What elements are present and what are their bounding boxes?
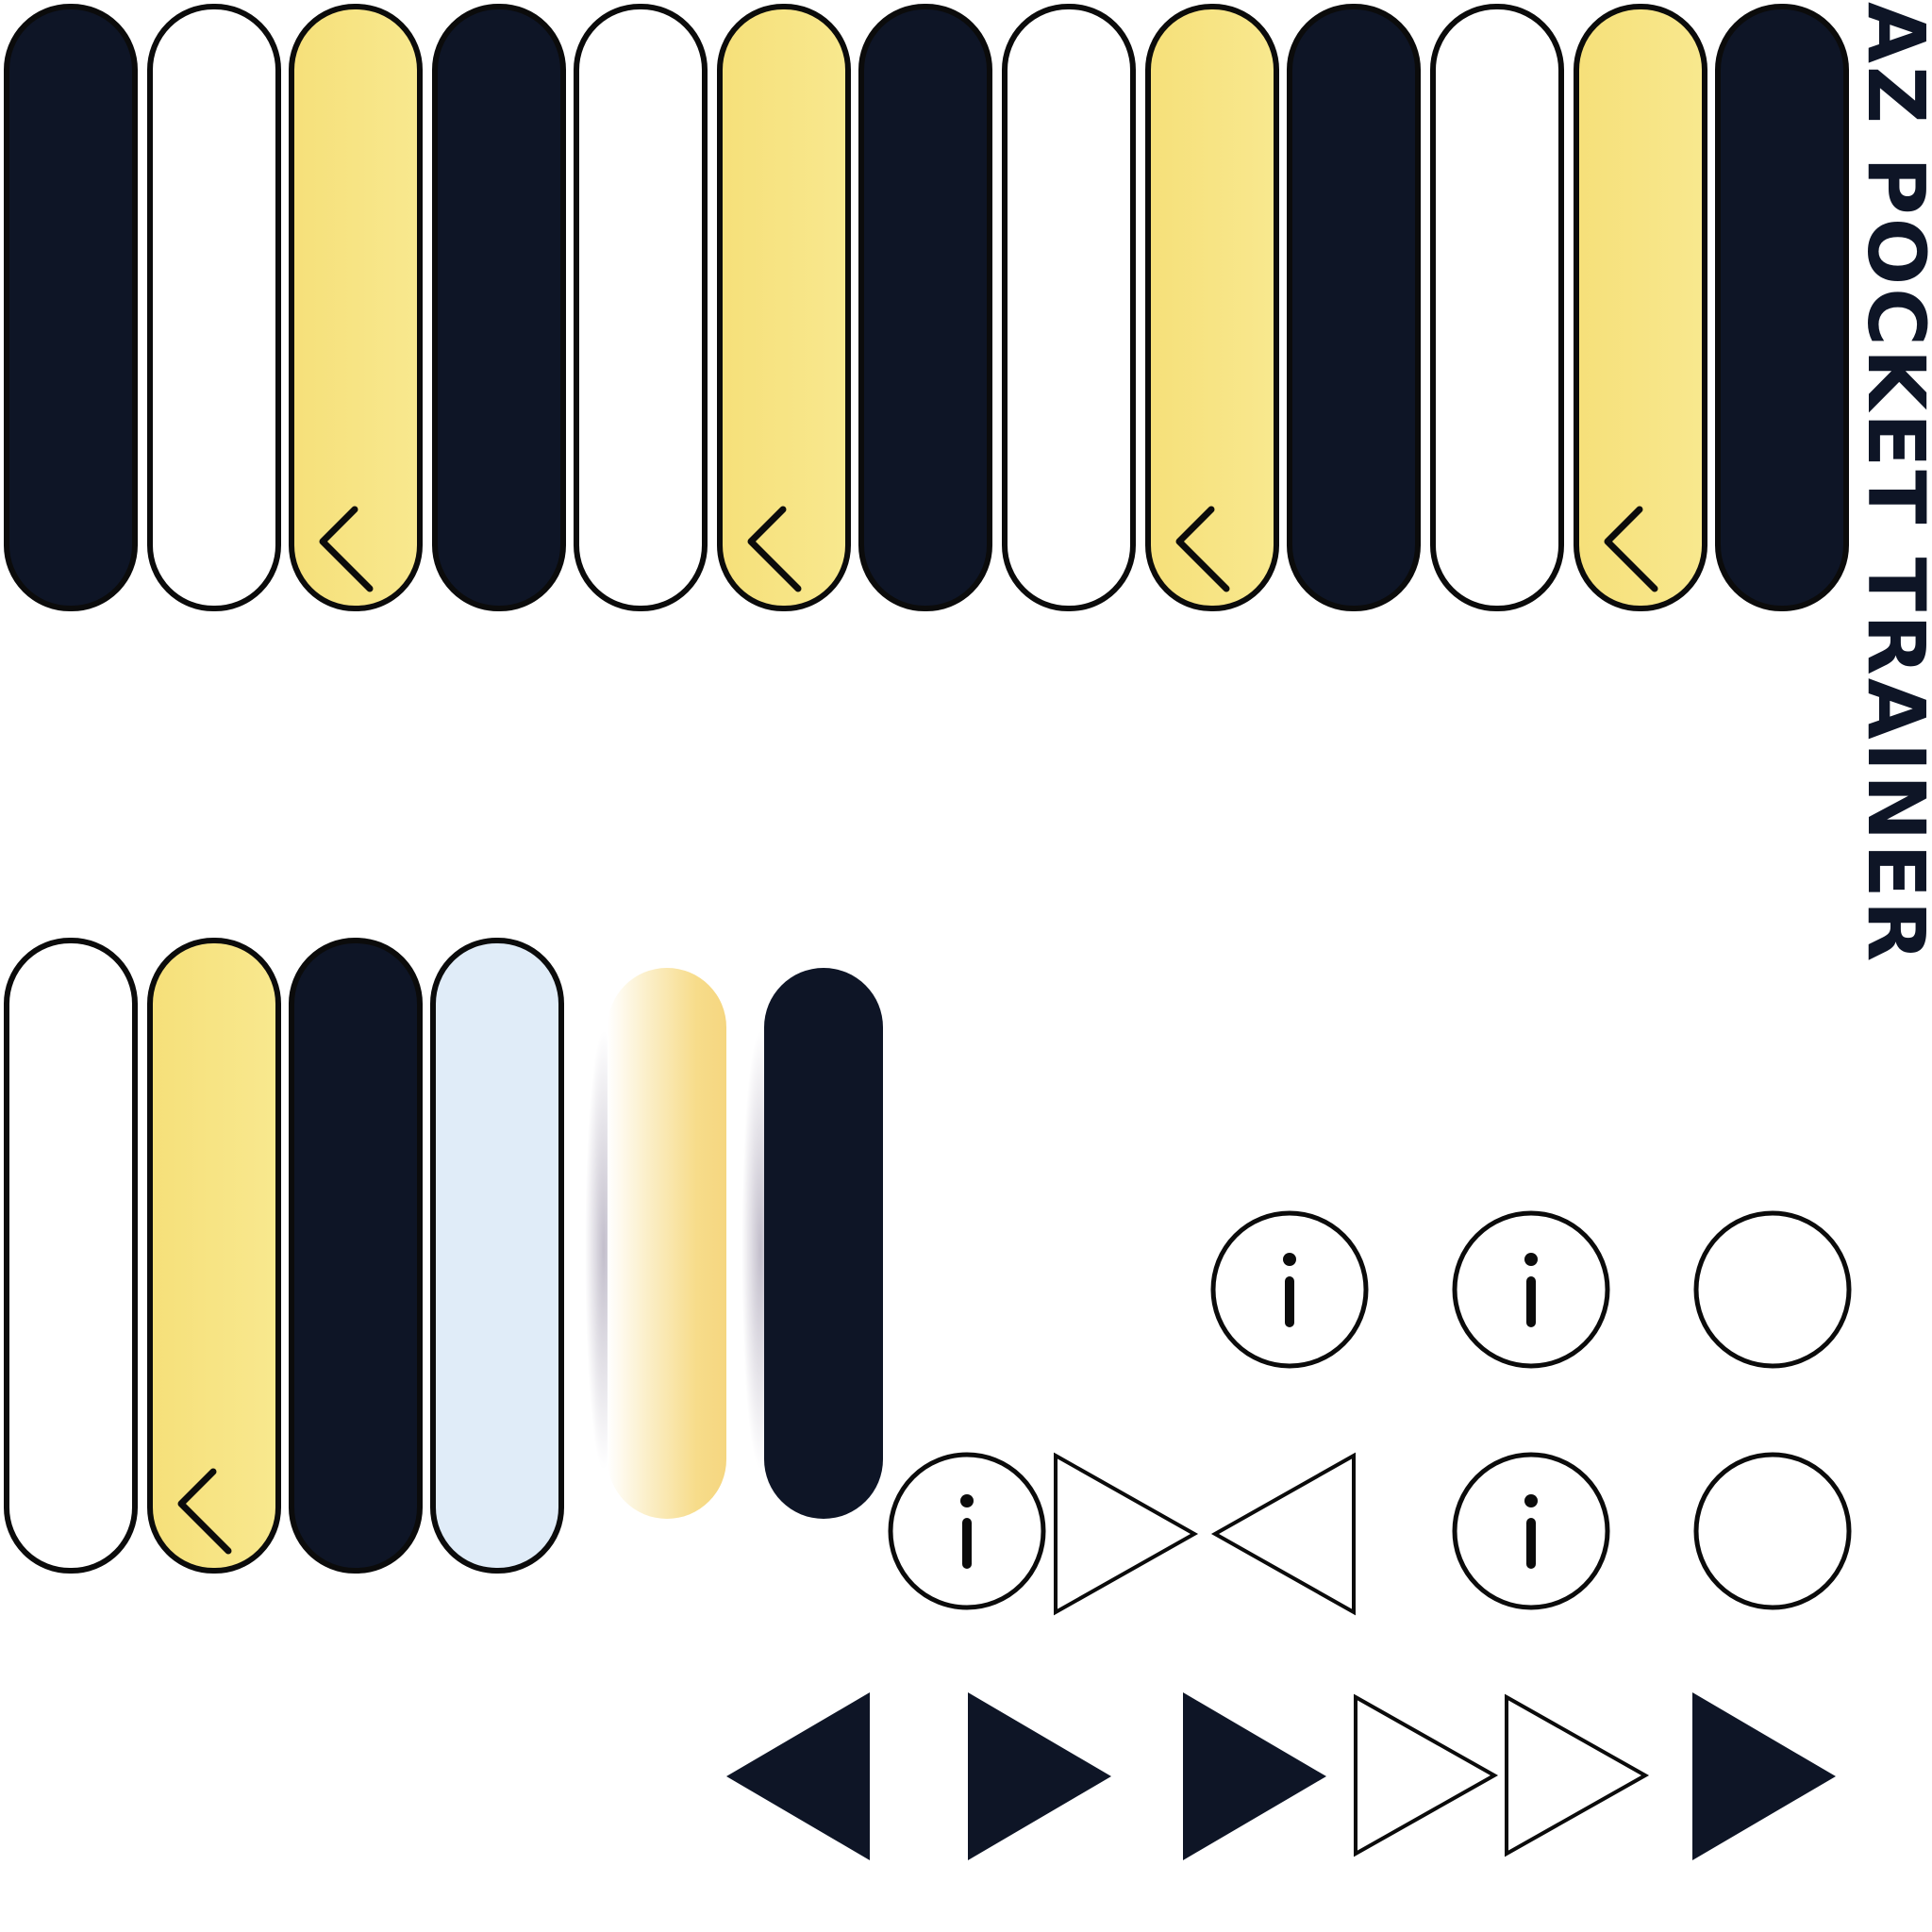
play-outline-icon[interactable] [1504, 1693, 1650, 1857]
state-pressed-button[interactable] [289, 938, 423, 1574]
toggle-button-10[interactable] [1287, 4, 1421, 611]
toggle-button-5[interactable] [574, 4, 708, 611]
state-solid-button[interactable] [764, 968, 883, 1519]
info-icon[interactable] [1451, 1451, 1611, 1611]
state-hover-button[interactable] [430, 938, 564, 1574]
state-glow-button[interactable] [608, 968, 726, 1519]
state-checked-button[interactable] [147, 938, 281, 1574]
play-filled-icon[interactable] [968, 1692, 1113, 1860]
check-icon [1175, 506, 1230, 592]
empty-circle-icon[interactable] [1692, 1451, 1853, 1611]
toggle-button-2[interactable] [147, 4, 281, 611]
info-icon[interactable] [1209, 1209, 1370, 1370]
toggle-button-1[interactable] [4, 4, 138, 611]
info-icon[interactable] [887, 1451, 1047, 1611]
toggle-button-6[interactable] [717, 4, 851, 611]
toggle-button-12[interactable] [1574, 4, 1707, 611]
empty-circle-icon[interactable] [1692, 1209, 1853, 1370]
check-icon [177, 1468, 232, 1555]
check-icon [747, 506, 802, 592]
play-outline-icon[interactable] [1353, 1693, 1499, 1857]
play-outline-icon[interactable] [1053, 1452, 1199, 1616]
toggle-button-7[interactable] [858, 4, 992, 611]
play-filled-icon[interactable] [1183, 1692, 1328, 1860]
previous-filled-icon[interactable] [726, 1692, 872, 1860]
toggle-button-4[interactable] [432, 4, 566, 611]
toggle-button-3[interactable] [289, 4, 423, 611]
state-default-button[interactable] [4, 938, 138, 1574]
check-icon [1604, 506, 1658, 592]
info-icon[interactable] [1451, 1209, 1611, 1370]
rewind-outline-icon[interactable] [1210, 1452, 1357, 1616]
toggle-button-11[interactable] [1430, 4, 1564, 611]
toggle-button-9[interactable] [1145, 4, 1279, 611]
play-filled-icon[interactable] [1692, 1692, 1838, 1860]
app-title: AZ POCKET TRAINER [1850, 2, 1932, 965]
toggle-button-13[interactable] [1715, 4, 1849, 611]
check-icon [319, 506, 374, 592]
toggle-button-8[interactable] [1002, 4, 1136, 611]
